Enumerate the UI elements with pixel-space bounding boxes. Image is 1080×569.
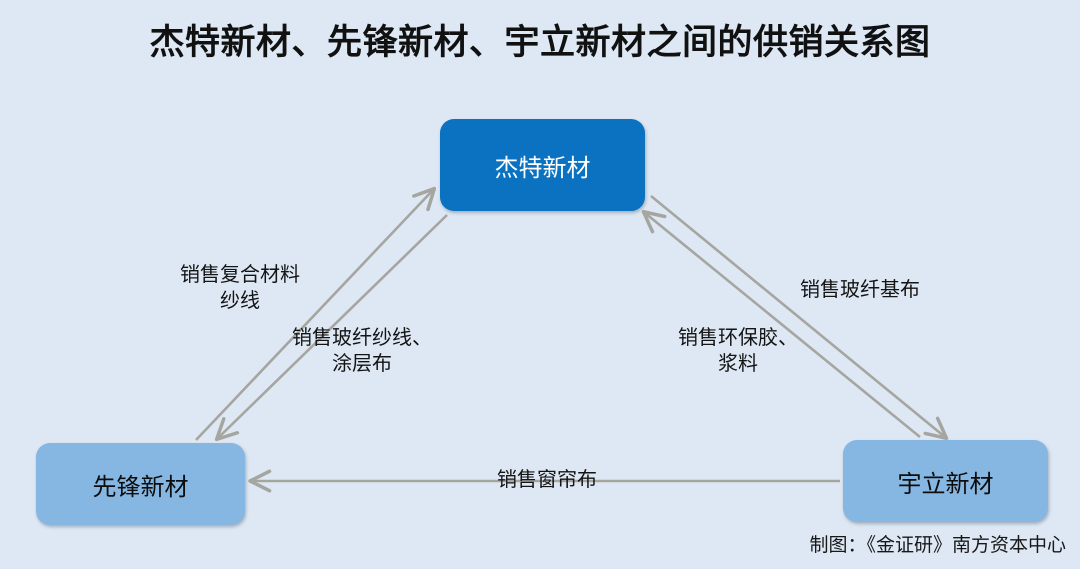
credit-line: 制图：《金证研》南方资本中心	[809, 535, 1066, 556]
edge-label-jite-to-yuli: 销售玻纤基布	[800, 279, 920, 301]
node-jite-xincai[interactable]: 杰特新材	[440, 119, 645, 211]
edge-label-jite-to-xianfeng: 销售玻纤纱线、 涂层布	[292, 327, 432, 376]
edge-xianfeng-to-jite	[195, 186, 437, 441]
edge-label-xianfeng-to-jite: 销售复合材料 纱线	[180, 264, 300, 313]
node-xianfeng-xincai[interactable]: 先锋新材	[36, 443, 245, 525]
node-label: 宇立新材	[897, 470, 994, 498]
edge-label-yuli-to-xianfeng: 销售窗帘布	[497, 469, 597, 491]
edge-jite-to-yuli	[650, 194, 949, 440]
edge-yuli-to-jite	[641, 210, 921, 439]
node-yuli-xincai[interactable]: 宇立新材	[843, 440, 1048, 522]
node-label: 先锋新材	[92, 473, 189, 501]
page-title: 杰特新材、先锋新材、宇立新材之间的供销关系图	[149, 23, 931, 62]
node-label: 杰特新材	[494, 154, 591, 182]
edge-jite-to-xianfeng	[214, 214, 448, 442]
edge-label-yuli-to-jite: 销售环保胶、 浆料	[678, 327, 798, 376]
